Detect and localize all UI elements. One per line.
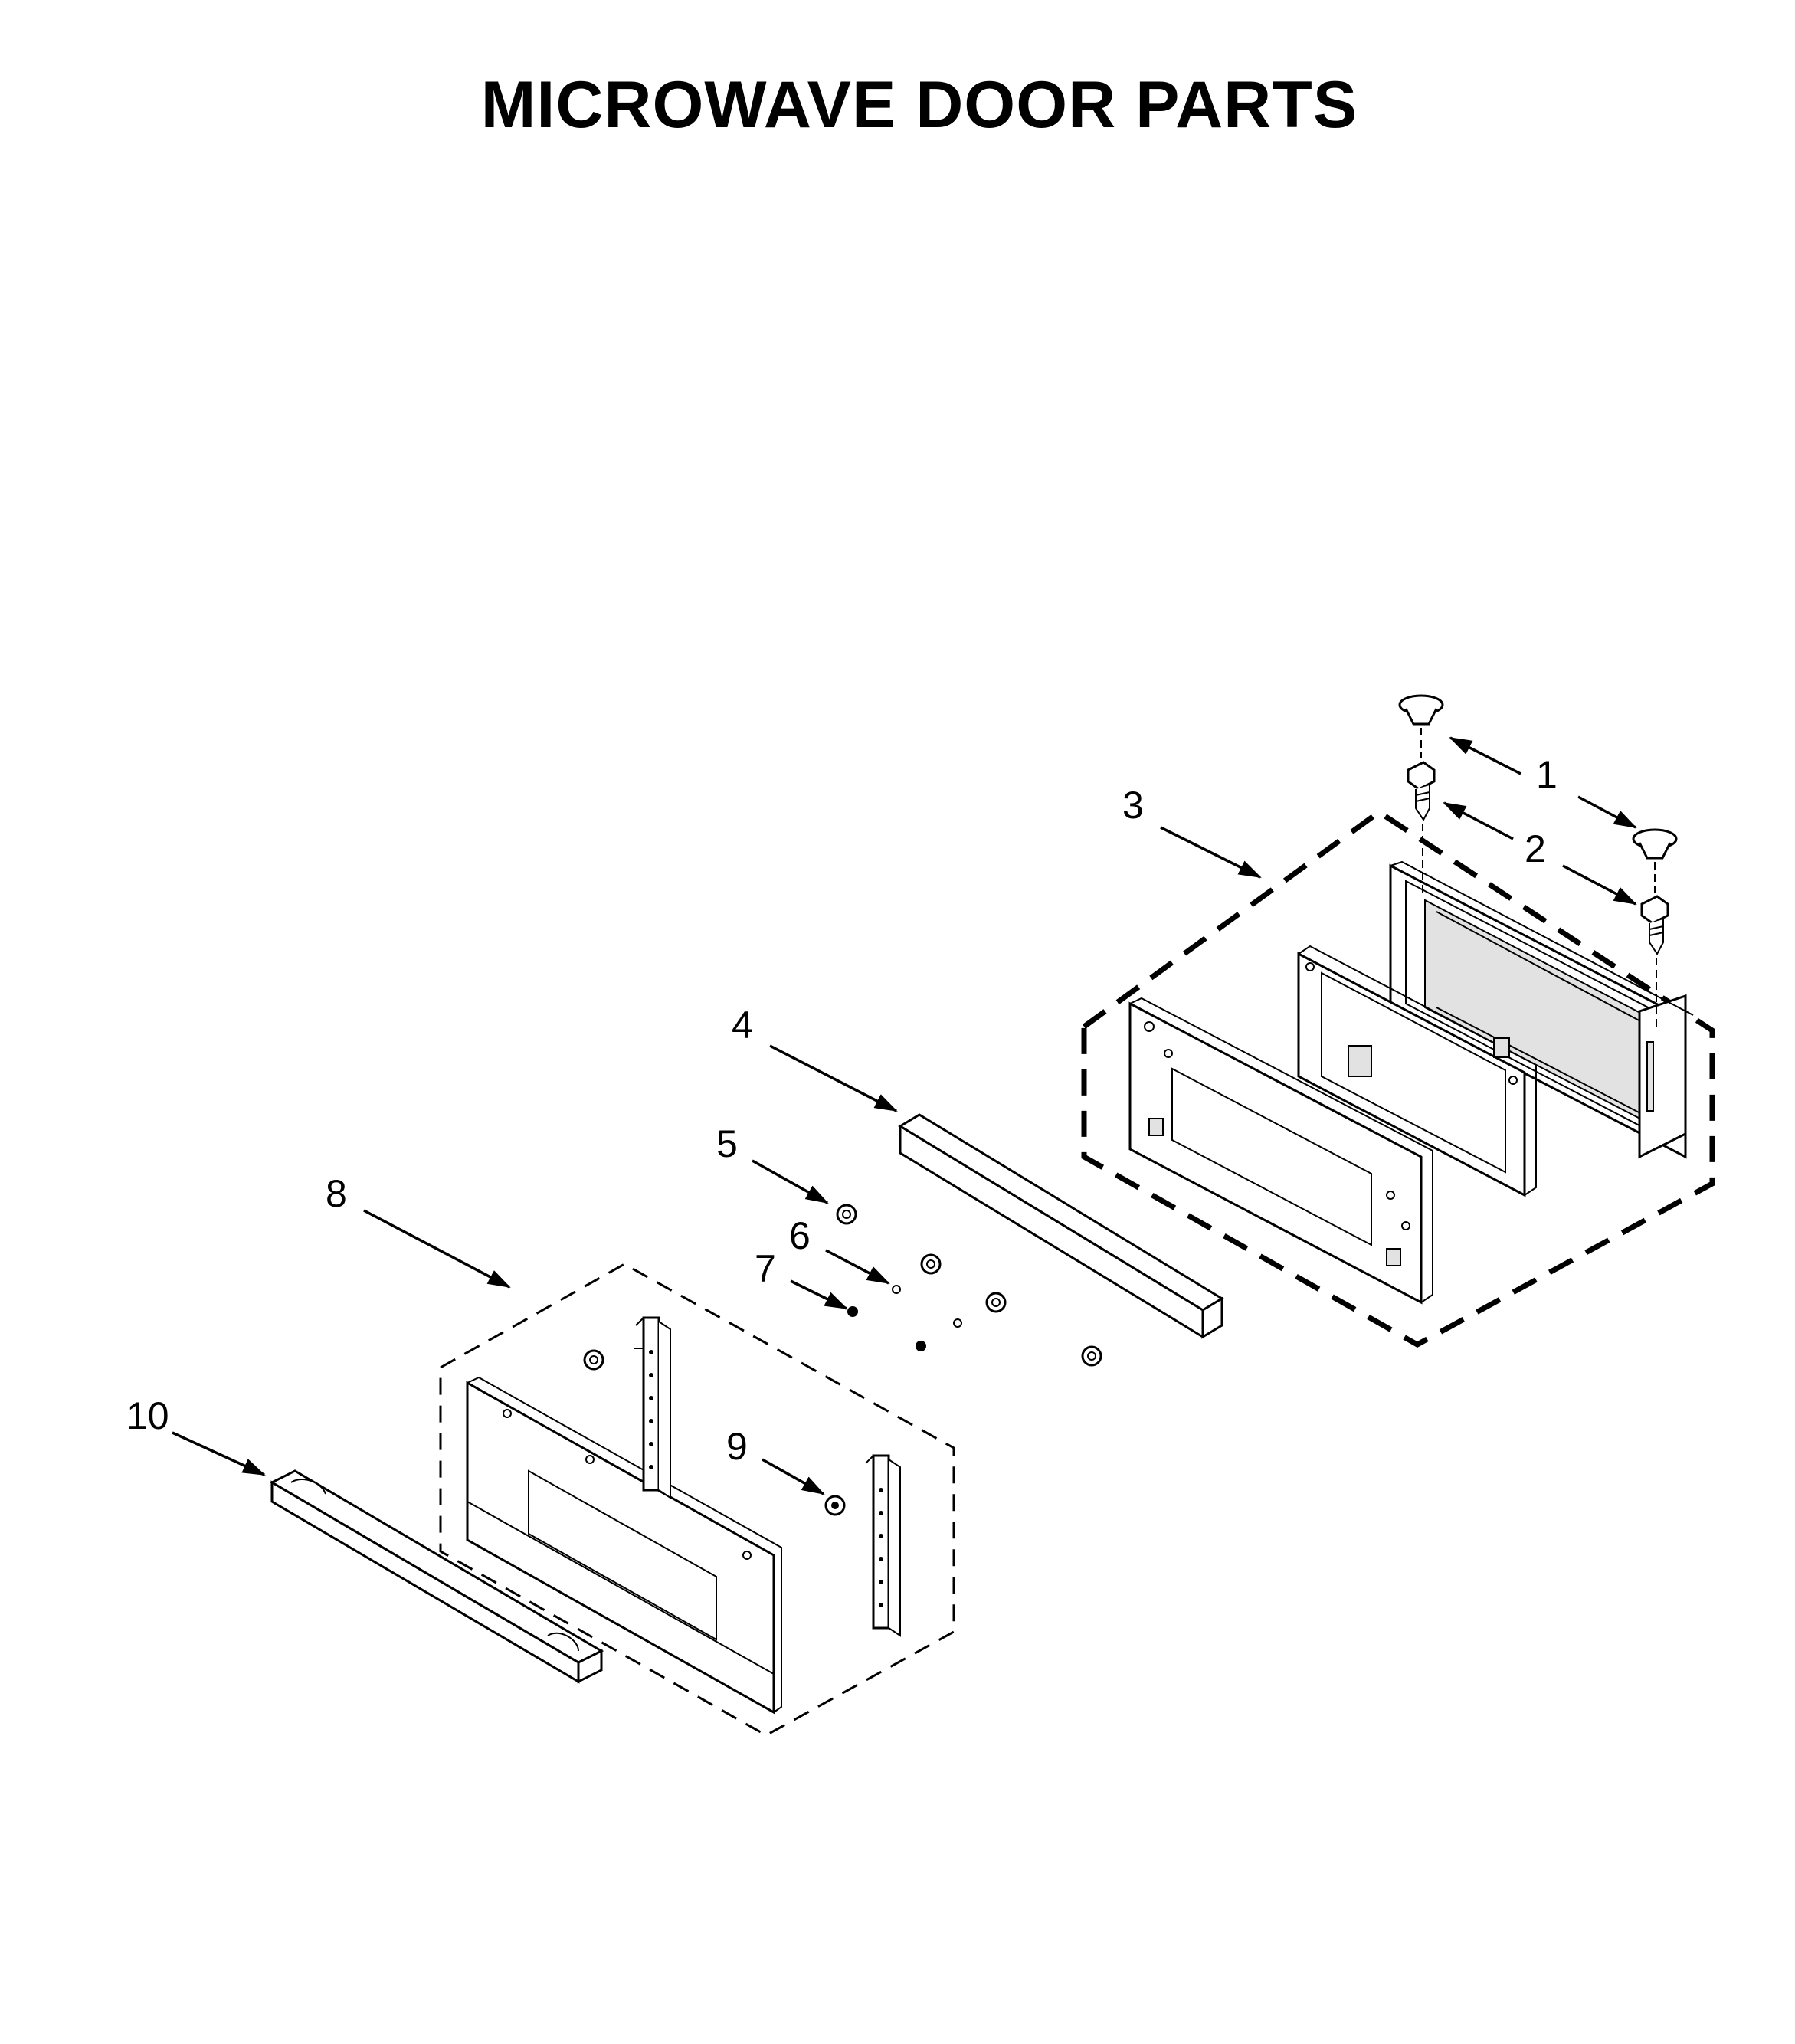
callouts: 1 2 3 4 5 6 7 8 9 10 (126, 736, 1637, 1495)
door-nuts (583, 1349, 846, 1516)
hinge-bracket-left (634, 1316, 671, 1499)
door-inner-frame (1297, 945, 1537, 1197)
screw-right (1640, 862, 1669, 1027)
assembly-8-boundary (439, 1263, 955, 1737)
door-front-panel (1128, 997, 1433, 1305)
choke-bar (898, 1113, 1224, 1339)
callout-label-5: 5 (716, 1122, 738, 1165)
callout-label-9: 9 (726, 1425, 748, 1468)
callout-label-3: 3 (1122, 784, 1144, 827)
callout-label-1: 1 (1536, 753, 1558, 796)
assembly-3-boundary (1081, 808, 1715, 1348)
screw-cap-left (1398, 694, 1444, 726)
diagram-title: MICROWAVE DOOR PARTS (480, 68, 1358, 142)
callout-label-2: 2 (1525, 827, 1546, 870)
screw-cap-right (1632, 828, 1678, 860)
outer-door-glass (466, 1376, 782, 1715)
callout-label-7: 7 (755, 1247, 776, 1290)
callout-label-10: 10 (126, 1394, 169, 1437)
callout-label-6: 6 (789, 1214, 811, 1257)
door-handle (269, 1469, 604, 1684)
door-rear-frame (1389, 860, 1694, 1159)
callout-label-4: 4 (732, 1004, 753, 1047)
nuts-and-washers (836, 1204, 1102, 1367)
screw-left (1407, 728, 1436, 896)
callout-label-8: 8 (326, 1172, 347, 1215)
hinge-bracket-right (865, 1454, 901, 1637)
